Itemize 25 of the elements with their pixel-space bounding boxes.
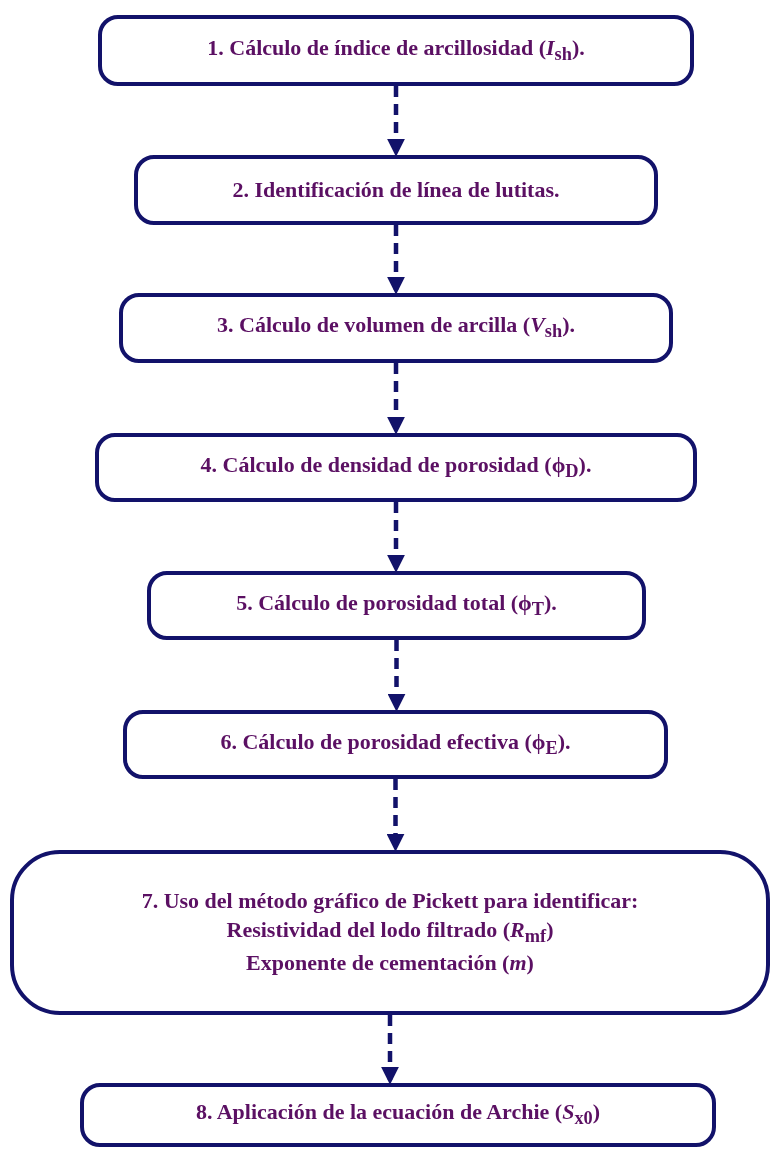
process-box: [80, 1083, 716, 1147]
step-text: 3. Cálculo de volumen de arcilla (V$_{sh}$).: [217, 311, 575, 344]
step-text: 2. Identificación de línea de lutitas.: [232, 175, 560, 204]
process-box: [123, 710, 668, 779]
dashed-arrow: [387, 640, 406, 712]
dashed-arrow: [387, 86, 405, 157]
process-box: [134, 155, 658, 225]
step-text: 7. Uso del método gráfico de Pickett para identificar:: [141, 887, 639, 916]
step-text: 5. Cálculo de porosidad total (ϕ$_{T}$).: [236, 588, 557, 622]
step-text: 4. Cálculo de densidad de porosidad (ϕ$_{D}$).: [200, 450, 592, 484]
step-text: 8. Aplicación de la ecuación de Archie (S$_{x0}$): [195, 1098, 601, 1131]
dashed-arrow: [386, 779, 405, 852]
step-text: Resistividad del lodo filtrado (R$_{mf}$): [226, 915, 554, 949]
dashed-arrow: [387, 225, 405, 295]
step-text: 1. Cálculo de índice de arcillosidad (I$_{sh}$).: [207, 33, 585, 67]
dashed-arrow: [381, 1015, 399, 1085]
dashed-arrow: [387, 363, 405, 435]
process-box: [147, 571, 646, 640]
step-text: 6. Cálculo de porosidad efectiva (ϕ$_{E}$).: [220, 727, 571, 761]
process-box: [10, 850, 770, 1015]
process-box: [95, 433, 697, 502]
process-box: [119, 293, 673, 363]
step-text: Exponente de cementación (m): [246, 949, 534, 978]
process-box: [98, 15, 694, 86]
dashed-arrow: [387, 502, 405, 573]
